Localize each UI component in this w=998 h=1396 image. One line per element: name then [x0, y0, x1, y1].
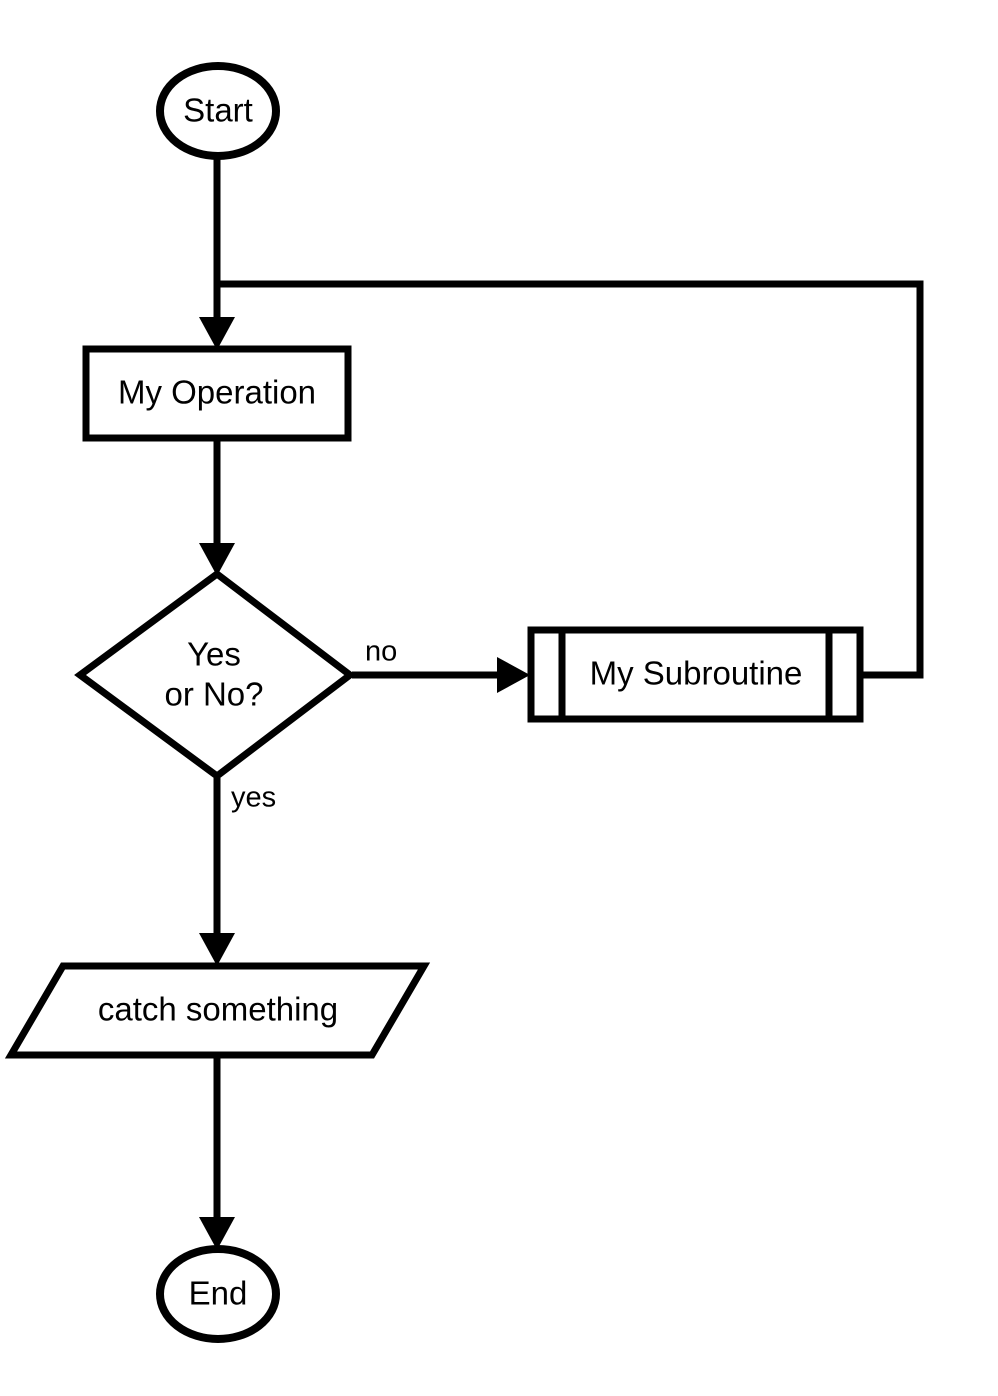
process-rectangle-shape: [82, 345, 352, 442]
arrow-head-icon: [199, 933, 235, 966]
edge-polyline: [220, 280, 924, 679]
edge-label-yes: yes: [231, 782, 276, 814]
node-decision[interactable]: Yes or No?: [74, 569, 356, 781]
arrow-head-icon: [199, 317, 235, 350]
arrow-head-icon: [497, 657, 530, 693]
edge-operation-to-decision: [199, 440, 235, 576]
edge-io-to-end: [199, 1058, 235, 1250]
node-end-label: End: [189, 1275, 248, 1312]
node-decision-label-line2: or No?: [164, 676, 263, 713]
node-start-label: Start: [183, 92, 253, 129]
edge-decision-to-io: [199, 778, 235, 966]
node-operation[interactable]: My Operation: [82, 345, 352, 442]
edge-start-to-operation: [199, 158, 235, 350]
node-start[interactable]: Start: [156, 62, 280, 160]
edge-decision-to-subroutine: [352, 657, 530, 693]
node-operation-label: My Operation: [118, 374, 316, 411]
edge-label-no: no: [365, 636, 397, 668]
node-end[interactable]: End: [156, 1245, 280, 1343]
io-parallelogram-shape: [4, 962, 431, 1059]
node-subroutine[interactable]: My Subroutine: [527, 626, 864, 723]
decision-diamond-shape: [74, 569, 356, 781]
node-io[interactable]: catch something: [4, 962, 431, 1059]
arrow-head-icon: [199, 1217, 235, 1250]
edge-subroutine-to-operation: [220, 280, 924, 679]
node-decision-label-line1: Yes: [187, 636, 241, 673]
node-subroutine-label: My Subroutine: [590, 655, 803, 692]
arrow-head-icon: [199, 543, 235, 576]
terminator-oval-shape: [156, 1245, 280, 1343]
predefined-process-shape: [527, 626, 864, 723]
node-io-label: catch something: [98, 991, 338, 1028]
terminator-oval-shape: [156, 62, 280, 160]
